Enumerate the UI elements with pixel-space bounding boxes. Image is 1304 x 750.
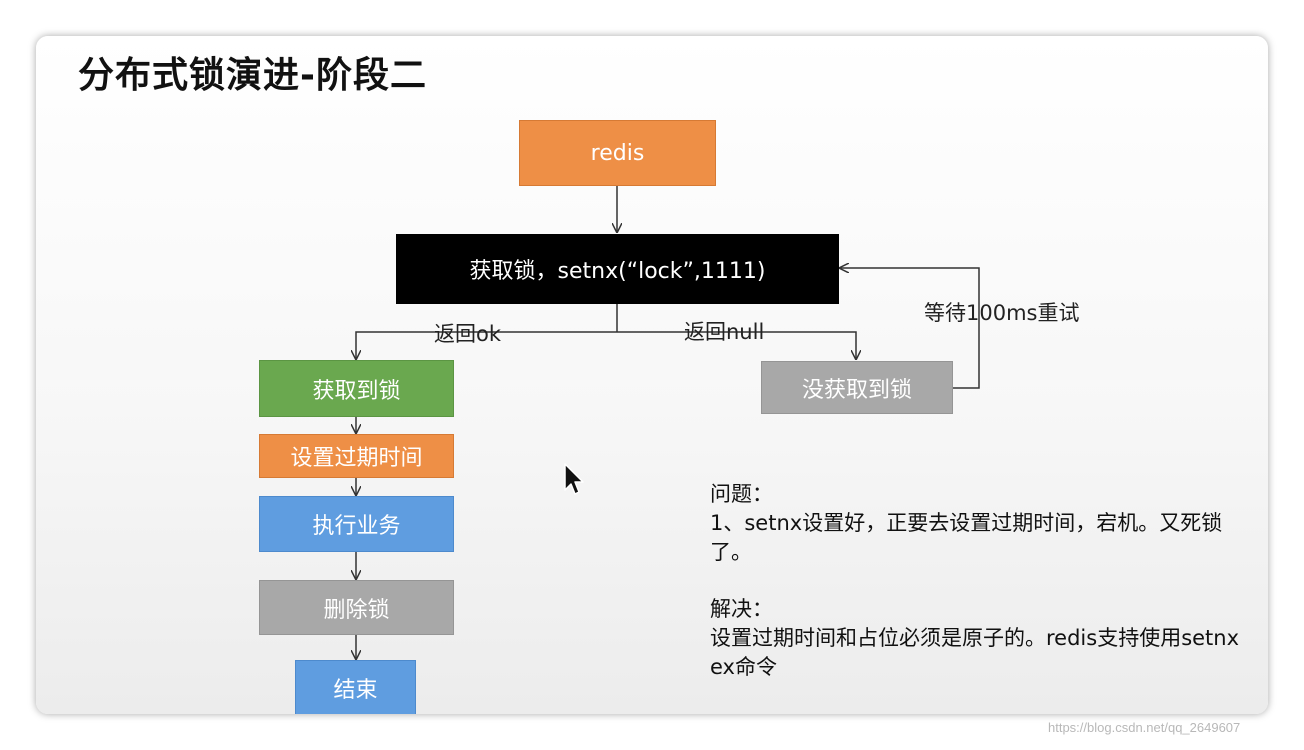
node-acquire-lock: 获取锁，setnx(“lock”,1111)	[396, 234, 839, 304]
node-redis-label: redis	[590, 140, 645, 166]
node-delete-lock: 删除锁	[259, 580, 454, 635]
solution-heading: 解决：	[710, 597, 773, 621]
node-end: 结束	[295, 660, 416, 714]
slide: 分布式锁演进-阶段二 redis 获取锁，setnx(“lock”,1111) …	[36, 36, 1268, 714]
node-no-lock-label: 没获取到锁	[801, 377, 912, 403]
flow-connectors	[36, 186, 980, 714]
node-execute-label: 执行业务	[312, 514, 401, 539]
node-set-expire: 设置过期时间	[259, 434, 454, 478]
node-set-expire-label: 设置过期时间	[290, 446, 423, 471]
notes: 问题： 1、setnx设置好，正要去设置过期时间，宕机。又死锁了。 解决： 设置…	[710, 480, 1260, 682]
problem-heading: 问题：	[710, 482, 773, 506]
mouse-cursor-icon	[564, 463, 584, 495]
edge-ok	[356, 331, 617, 359]
node-acquire-lock-label: 获取锁，setnx(“lock”,1111)	[469, 259, 766, 284]
node-execute: 执行业务	[259, 496, 454, 552]
edge-label-null: 返回null	[684, 320, 765, 344]
node-got-lock: 获取到锁	[259, 360, 454, 417]
node-delete-lock-label: 删除锁	[323, 597, 390, 623]
solution-text: 设置过期时间和占位必须是原子的。redis支持使用setnx ex命令	[710, 626, 1240, 679]
problem-text: 1、setnx设置好，正要去设置过期时间，宕机。又死锁了。	[710, 511, 1223, 564]
node-got-lock-label: 获取到锁	[312, 378, 401, 404]
node-redis: redis	[519, 120, 716, 186]
node-end-label: 结束	[333, 678, 378, 703]
edge-retry	[840, 268, 980, 389]
slide-title: 分布式锁演进-阶段二	[78, 55, 427, 96]
edge-label-ok: 返回ok	[434, 322, 502, 346]
edge-label-retry: 等待100ms重试	[924, 301, 1080, 325]
watermark: https://blog.csdn.net/qq_2649607	[1048, 720, 1241, 735]
node-no-lock: 没获取到锁	[761, 361, 953, 414]
edge-null	[617, 331, 856, 359]
